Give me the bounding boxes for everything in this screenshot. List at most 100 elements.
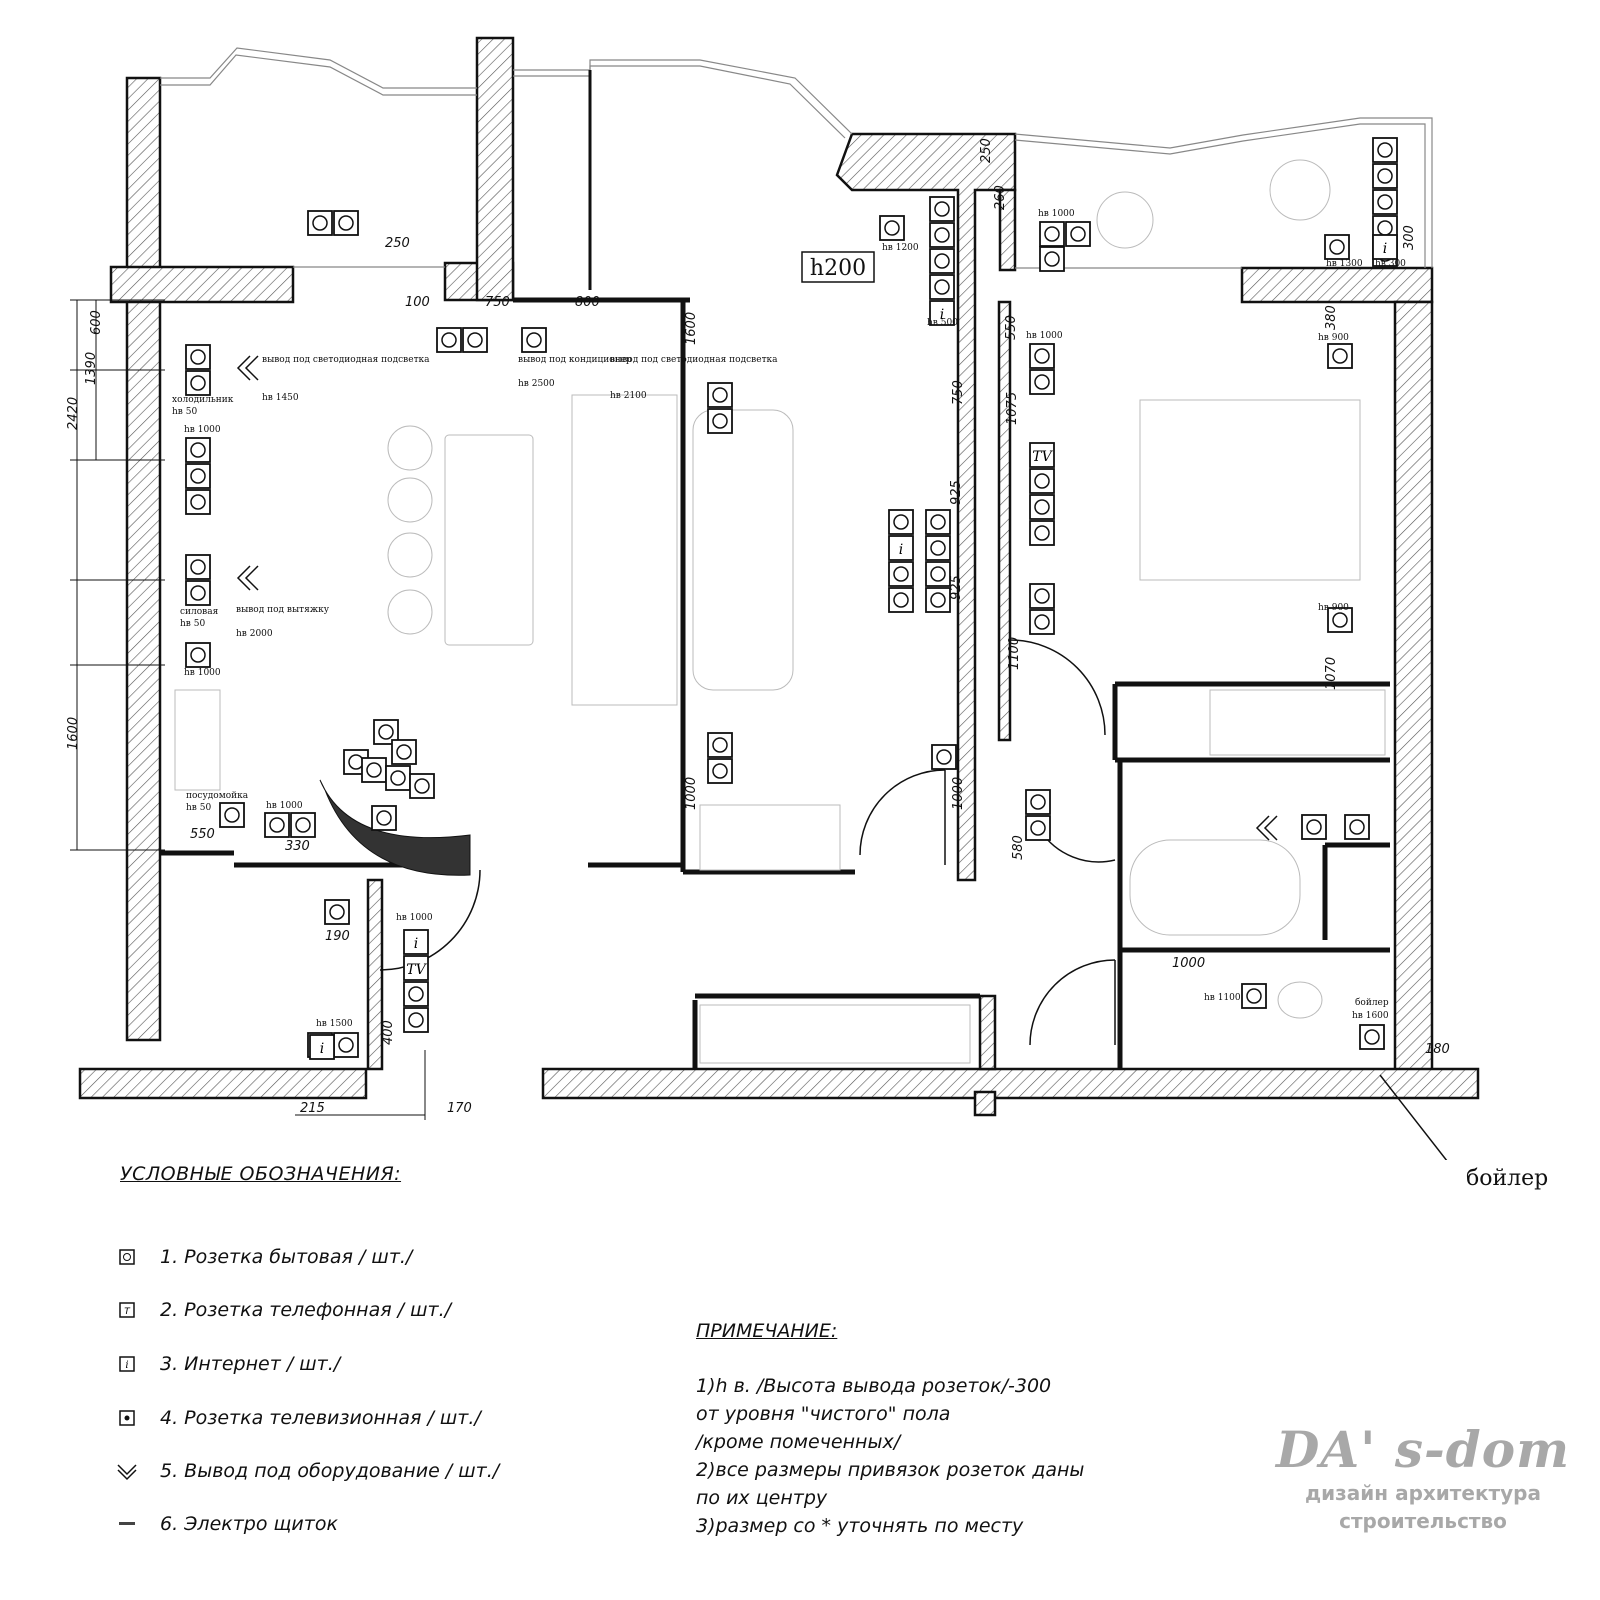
socket-icon [391,739,417,765]
socket-ring [376,810,392,826]
dimension-value: 800 [575,295,600,310]
equipment-outlet-icon [116,1460,138,1482]
logo-tagline-1: дизайн архитектура [1305,1481,1541,1505]
plan-label-bed-900b: hв 900 [1318,603,1349,613]
plan-label-led-h: hв 2100 [610,391,647,401]
socket-icon [1359,1024,1385,1050]
svg-text:T: T [124,1307,131,1317]
socket-icon [185,580,211,606]
socket-icon [1029,494,1055,520]
legend-text: 4. Розетка телевизионная / шт./ [160,1407,481,1429]
plan-label-power-h: hв 50 [180,619,205,629]
plan-label-living-1200: hв 1200 [882,243,919,253]
socket-ring [295,817,311,833]
socket-ring [934,279,950,295]
legend-item-internet: i 3. Интернет / шт./ [116,1353,340,1375]
dimension-value: 600 [89,310,104,335]
dimension-value: 550 [190,827,215,842]
socket-glyph: i [940,307,944,323]
dimension-value: 330 [285,839,310,854]
socket-ring [224,807,240,823]
tv-socket-icon [1029,442,1055,468]
socket-ring [190,349,206,365]
socket-icon [185,370,211,396]
socket-icon [185,489,211,515]
socket-ring [312,215,328,231]
socket-glyph: i [1383,241,1387,257]
socket-ring [1377,194,1393,210]
socket-icon [888,587,914,613]
socket-icon [707,408,733,434]
socket-ring [1034,499,1050,515]
socket-icon [1029,343,1055,369]
note-line: по их центру [696,1487,828,1509]
socket-ring [712,737,728,753]
height-mark-text: h200 [810,256,866,281]
socket-icon [1327,607,1353,633]
socket-icon [185,642,211,668]
plan-label-dishwasher-h: hв 50 [186,803,211,813]
legend-item-tv: 4. Розетка телевизионная / шт./ [116,1407,481,1429]
socket-icon [333,1032,359,1058]
socket-ring [408,986,424,1002]
socket-ring [190,559,206,575]
plan-label-counter-1000: hв 1000 [266,801,303,811]
socket-ring [414,778,430,794]
furniture [174,159,1386,1064]
socket-ring [930,566,946,582]
socket-icon [373,719,399,745]
socket-icon [361,757,387,783]
logo-name: DA' s-dom [1276,1420,1570,1479]
socket-icon [1029,583,1055,609]
dimension-value: 1390 [84,352,99,385]
note-line: /кроме помеченных/ [696,1431,901,1453]
plan-label-ac-h: hв 2500 [518,379,555,389]
socket-icon [707,732,733,758]
socket-ring [1034,348,1050,364]
internet-socket-icon [888,535,914,561]
plan-label-ceiling-fridge-h: hв 1450 [262,393,299,403]
socket-glyph: TV [1032,449,1053,465]
socket-ring [930,592,946,608]
plan-label-ceiling-fridge: вывод под светодиодная подсветка [262,355,430,365]
dimension-value: 180 [1425,1042,1450,1057]
dimension-value: 925 [949,480,964,505]
socket-ring [1030,794,1046,810]
notes-title: ПРИМЕЧАНИЕ: [696,1320,838,1342]
socket-ring [893,514,909,530]
phone-socket-icon: T [116,1299,138,1321]
socket-icon [185,437,211,463]
legend-text: 2. Розетка телефонная / шт./ [160,1299,452,1321]
dimension-value: 925 [949,575,964,600]
socket-ring [526,332,542,348]
internet-socket-icon [403,929,429,955]
equipment-outlet-icon [236,355,259,381]
socket-icon [929,222,955,248]
dimension-value: 1600 [66,717,81,750]
note-line: 3)размер со * уточнять по месту [696,1515,1024,1537]
socket-icon [707,382,733,408]
socket-icon [1327,343,1353,369]
socket-ring [190,585,206,601]
internet-socket-icon: i [116,1353,138,1375]
interior-walls [160,297,1390,1069]
legend-text: 6. Электро щиток [160,1513,338,1535]
plan-label-kitchen-1000: hв 1000 [184,425,221,435]
socket-ring [338,215,354,231]
socket-glyph: i [899,542,903,558]
socket-icon [925,587,951,613]
legend-item-panel: 6. Электро щиток [116,1513,338,1535]
socket-ring [712,413,728,429]
dimension-value: 250 [979,138,994,163]
socket-icon [409,773,435,799]
plan-label-kitchen-1000b: hв 1000 [184,668,221,678]
socket-ring [930,540,946,556]
socket-icon [925,561,951,587]
socket-icon [521,327,547,353]
dimension-value: 580 [1011,835,1026,860]
socket-ring [190,494,206,510]
socket-icon [1029,468,1055,494]
socket-ring [1329,239,1345,255]
socket-icon [403,981,429,1007]
